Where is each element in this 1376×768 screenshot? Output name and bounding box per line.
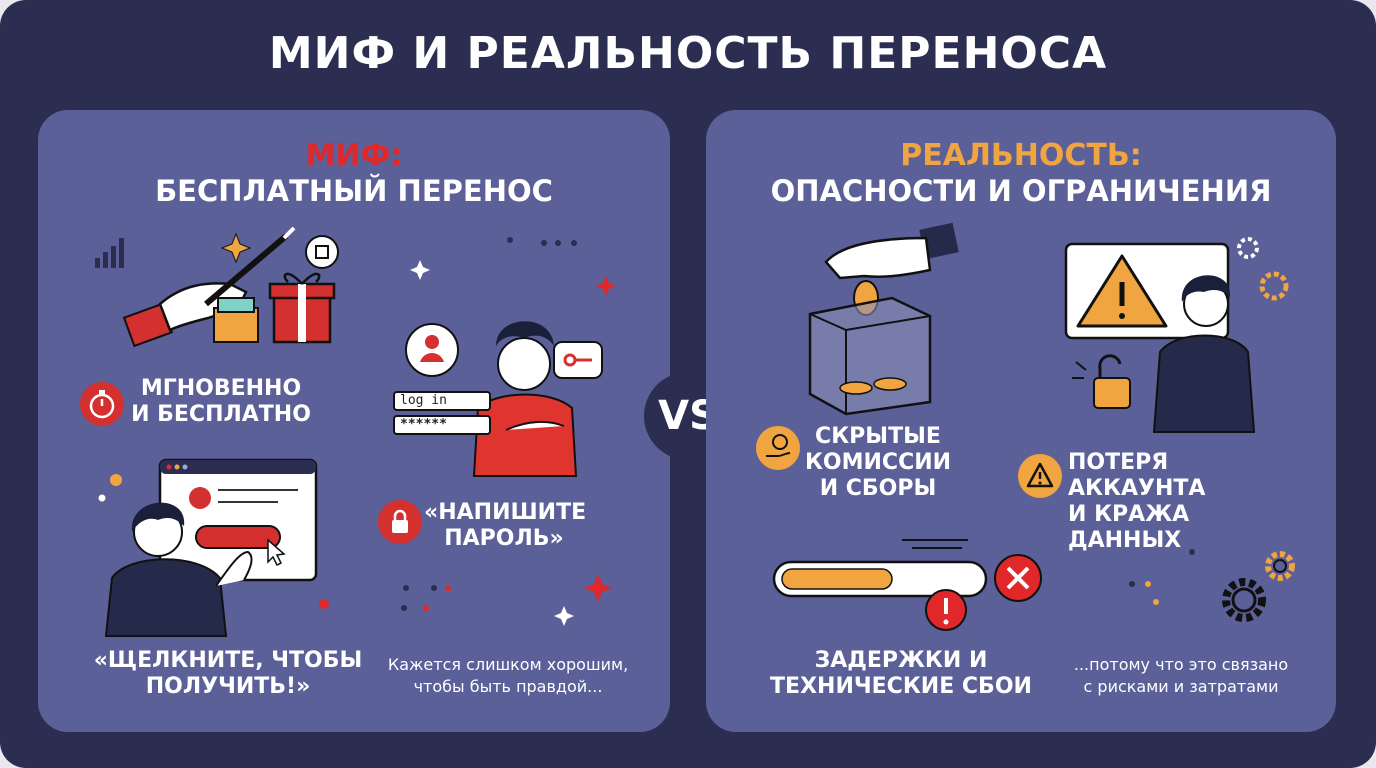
coin-box-illustration bbox=[808, 222, 959, 416]
gear-icon bbox=[1129, 549, 1295, 622]
click-person-illustration bbox=[98, 458, 329, 637]
myth-panel: МИФ: БЕСПЛАТНЫЙ ПЕРЕНОС М bbox=[38, 110, 670, 732]
login-person-illustration bbox=[393, 237, 616, 477]
myth-heading-accent: МИФ: bbox=[305, 138, 403, 173]
password-field-mask: ****** bbox=[400, 417, 447, 432]
progress-fill bbox=[781, 568, 893, 590]
reality-panel: РЕАЛЬНОСТЬ: ОПАСНОСТИ И ОГРАНИЧЕНИЯ СКРЫ… bbox=[706, 110, 1336, 732]
decorative-dots bbox=[401, 574, 612, 626]
write-password-label: «НАПИШИТЕ ПАРОЛЬ» bbox=[424, 500, 587, 551]
myth-heading: БЕСПЛАТНЫЙ ПЕРЕНОС bbox=[155, 174, 553, 208]
login-field-label: log in bbox=[400, 393, 447, 408]
stopwatch-icon bbox=[80, 382, 124, 426]
magic-wand-hand-illustration bbox=[95, 226, 339, 348]
warning-person-illustration bbox=[1064, 237, 1289, 433]
lock-icon bbox=[378, 500, 422, 544]
warning-icon bbox=[1018, 454, 1062, 498]
progress-error-illustration bbox=[772, 539, 1042, 631]
reality-heading-accent: РЕАЛЬНОСТЬ: bbox=[900, 138, 1142, 173]
account-loss-label: ПОТЕРЯ АККАУНТА И КРАЖА ДАННЫХ bbox=[1068, 450, 1206, 553]
instant-free-label: МГНОВЕННО И БЕСПЛАТНО bbox=[131, 376, 311, 427]
coin-hand-icon bbox=[756, 426, 800, 470]
click-to-get-label: «ЩЕЛКНИТЕ, ЧТОБЫ ПОЛУЧИТЬ!» bbox=[93, 648, 363, 699]
hidden-fees-label: СКРЫТЫЕ КОМИССИИ И СБОРЫ bbox=[804, 424, 952, 501]
reality-heading: ОПАСНОСТИ И ОГРАНИЧЕНИЯ bbox=[770, 174, 1272, 208]
delays-failures-label: ЗАДЕРЖКИ И ТЕХНИЧЕСКИЕ СБОИ bbox=[770, 648, 1032, 699]
because-risks-caption: ...потому что это связано с рисками и за… bbox=[1073, 655, 1289, 696]
too-good-caption: Кажется слишком хорошим, чтобы быть прав… bbox=[387, 655, 629, 696]
page-title: МИФ И РЕАЛЬНОСТЬ ПЕРЕНОСА bbox=[268, 28, 1108, 79]
